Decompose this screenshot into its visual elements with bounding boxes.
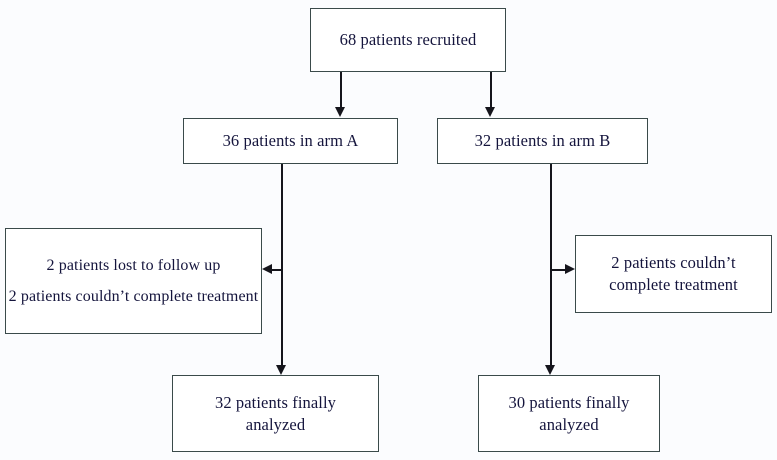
connector-arm-b-to-dropouts [552,269,565,271]
node-recruited-line-1: 68 patients recruited [339,30,477,50]
connector-arm-b-trunk [550,164,552,366]
arrow-head-recruited-to-arm-b-icon [485,107,495,117]
node-dropouts-arm-a: 2 patients lost to follow up 2 patients … [5,228,262,334]
arrow-head-arm-a-to-analyzed-icon [276,365,286,375]
analyzed-b-line-2: analyzed [539,414,599,434]
node-analyzed-arm-a: 32 patients finally analyzed [172,375,379,452]
node-arm-b: 32 patients in arm B [437,118,648,164]
node-arm-a: 36 patients in arm A [183,118,398,164]
arrow-head-arm-b-to-dropouts-icon [565,264,575,274]
analyzed-b-line-1: 30 patients finally [508,392,630,412]
connector-arm-a-to-dropouts [272,269,283,271]
connector-recruited-to-arm-a [340,72,342,108]
connector-arm-a-trunk [281,164,283,366]
dropout-a-paragraph-2: 2 patients couldn’t complete treatment [8,287,259,305]
connector-recruited-to-arm-b [490,72,492,108]
node-arm-a-line-1: 36 patients in arm A [222,131,359,151]
node-arm-b-line-1: 32 patients in arm B [474,131,611,151]
node-dropouts-arm-b: 2 patients couldn’t complete treatment [575,235,772,313]
analyzed-a-line-2: analyzed [245,414,306,434]
arrow-head-recruited-to-arm-a-icon [335,107,345,117]
arrow-head-arm-a-to-dropouts-icon [262,264,272,274]
node-patients-recruited: 68 patients recruited [310,8,506,72]
dropout-b-line-1: 2 patients couldn’t [611,253,736,273]
arrow-head-arm-b-to-analyzed-icon [545,365,555,375]
dropout-a-paragraph-1: 2 patients lost to follow up [46,257,221,275]
node-analyzed-arm-b: 30 patients finally analyzed [478,375,660,452]
analyzed-a-line-1: 32 patients finally [214,392,337,412]
dropout-b-line-2: complete treatment [609,275,738,294]
